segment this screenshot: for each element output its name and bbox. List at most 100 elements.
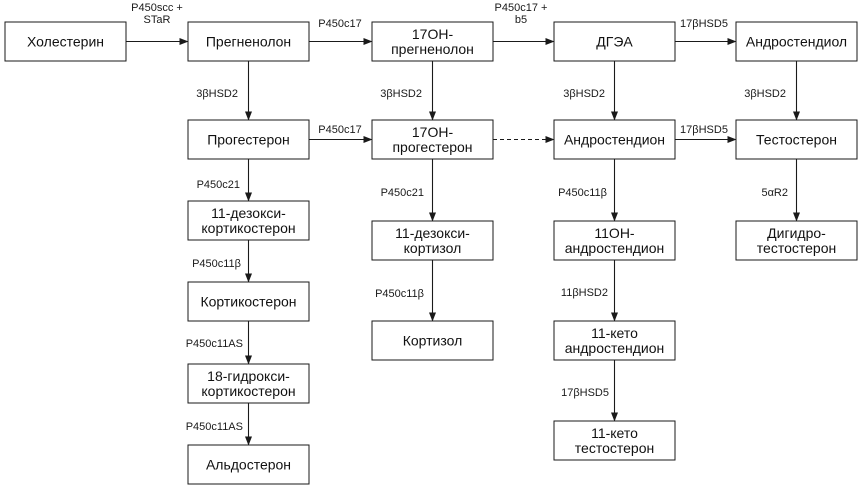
node-box [735,119,858,160]
node-deoxycorticosterone: 11-дезокси-кортикостерон [187,200,310,241]
enzyme-label: P450c17 + [495,2,548,14]
node-box [187,444,310,485]
node-label: 11-кето [591,325,638,341]
node-label: Андростендиол [746,34,847,50]
node-box [371,119,494,160]
enzyme-label: 3βHSD2 [744,88,786,100]
node-box [735,21,858,62]
enzyme-label: P450c11β [558,187,607,199]
node-label: андростендион [565,240,665,256]
node-label: 11-дезокси- [395,225,470,241]
node-oh11-androstenedione: 11OH-андростендион [553,220,676,261]
enzyme-label: P450c11β [375,288,424,300]
node-label: Альдостерон [206,457,291,473]
node-box [187,21,310,62]
node-label: 11-дезокси- [211,205,286,221]
edge-oh17preg-to-dhea: P450c17 +b5 [493,2,555,45]
node-box [553,420,676,461]
node-label: прегненолон [391,41,474,57]
node-pregnenolone: Прегненолон [187,21,310,62]
node-box [4,21,127,62]
node-label: Прогестерон [207,132,290,148]
node-box [735,220,858,261]
enzyme-label: 17βHSD5 [561,387,609,399]
edge-chol-to-preg: P450scc +STaR [126,2,189,45]
node-progesterone: Прогестерон [187,119,310,160]
node-cortisol: Кортизол [371,320,494,361]
enzyme-label: P450c11AS [186,338,243,350]
enzyme-label: b5 [515,14,527,26]
edge-deoxycortisol-to-cortisol: P450c11β [375,260,436,322]
node-hydroxycorticosterone18: 18-гидрокси-кортикостерон [187,363,310,404]
edge-preg-to-prog: 3βHSD2 [196,61,252,121]
enzyme-label: P450scc + [131,2,183,14]
node-label: кортикостерон [201,383,295,399]
node-label: Андростендион [564,132,665,148]
edge-preg-to-oh17preg: P450c17 [309,18,373,45]
enzyme-label: 3βHSD2 [380,88,422,100]
edge-doc-to-cort: P450c11β [192,240,252,283]
edge-18oh-to-aldo: P450c11AS [186,403,252,446]
node-label: Кортикостерон [200,294,296,310]
node-label: 17OH- [412,26,454,42]
node-oh17-pregnenolone: 17OH-прегненолон [371,21,494,62]
node-box [553,119,676,160]
enzyme-label: 3βHSD2 [563,88,605,100]
edge-dhea-to-adione: 3βHSD2 [563,61,618,121]
enzyme-label: P450c21 [197,179,240,191]
edge-oh17preg-to-oh17prog: 3βHSD2 [380,61,436,121]
node-testosterone: Тестостерон [735,119,858,160]
node-box [371,21,494,62]
node-label: андростендион [565,340,665,356]
edge-prog-to-doc: P450c21 [197,159,252,202]
node-label: тестостерон [757,240,836,256]
node-deoxycortisol: 11-дезокси-кортизол [371,220,494,261]
edge-adione-to-oh11adione: P450c11β [558,159,618,222]
node-dihydrotestosterone: Дигидро-тестостерон [735,220,858,261]
edge-keto11adione-to-keto11testo: 17βHSD5 [561,360,618,422]
enzyme-label: 17βHSD5 [680,18,728,30]
node-box [553,320,676,361]
node-label: тестостерон [575,440,654,456]
node-label: прогестерон [392,139,472,155]
enzyme-label: P450c11β [192,258,241,270]
node-dhea: ДГЭА [553,21,676,62]
enzyme-label: 5αR2 [761,187,788,199]
node-label: Холестерин [27,34,104,50]
enzyme-label: STaR [144,14,171,26]
node-label: ДГЭА [596,34,633,50]
node-box [187,363,310,404]
enzyme-label: 11βHSD2 [561,287,608,299]
node-box [371,320,494,361]
node-box [553,220,676,261]
node-oh17-progesterone: 17OH-прогестерон [371,119,494,160]
node-aldosterone: Альдостерон [187,444,310,485]
enzyme-label: 17βHSD5 [680,124,728,136]
node-box [187,281,310,322]
edge-adiol-to-testo: 3βHSD2 [744,61,800,121]
edge-oh11adione-to-keto11adione: 11βHSD2 [561,260,618,322]
edge-cort-to-18oh: P450c11AS [186,321,252,365]
node-cholesterol: Холестерин [4,21,127,62]
enzyme-label: 3βHSD2 [196,88,238,100]
node-label: 11OH- [594,225,635,241]
node-label: 18-гидрокси- [207,368,290,384]
node-corticosterone: Кортикостерон [187,281,310,322]
node-box [553,21,676,62]
node-box [187,200,310,241]
node-label: кортизол [404,240,462,256]
node-androstenediol: Андростендиол [735,21,858,62]
edge-testo-to-dht: 5αR2 [761,159,800,222]
node-label: 11-кето [591,425,638,441]
node-box [371,220,494,261]
node-box [187,119,310,160]
enzyme-label: P450c21 [381,187,424,199]
edge-prog-to-oh17prog: P450c17 [309,124,373,143]
edge-dhea-to-adiol: 17βHSD5 [675,18,737,45]
node-label: кортикостерон [201,220,295,236]
enzyme-label: P450c17 [318,124,361,136]
node-label: Дигидро- [767,225,826,241]
node-label: Тестостерон [756,132,837,148]
